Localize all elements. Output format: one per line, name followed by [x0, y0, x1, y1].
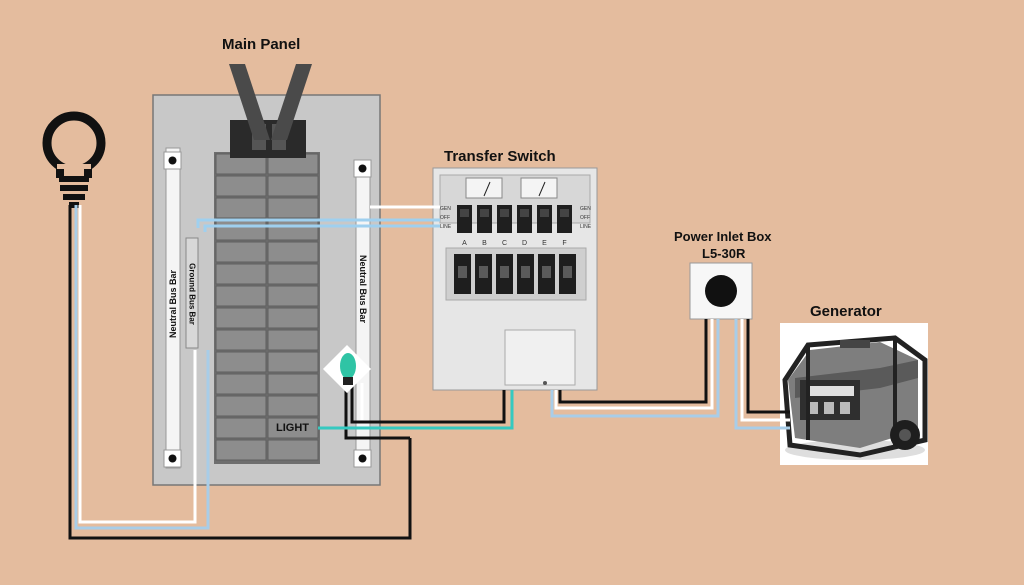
- ground-bus-bar-label: Ground Bus Bar: [187, 263, 197, 325]
- ts-breaker-toggle: [563, 266, 572, 278]
- breaker-stack: [214, 152, 320, 464]
- meter-right: [520, 177, 558, 199]
- panel-breaker: [215, 395, 267, 417]
- ts-breaker-toggle: [542, 266, 551, 278]
- switch-side-label: GEN: [580, 206, 591, 212]
- rocker-switch-top: [500, 209, 509, 217]
- light-teal-wire: [318, 390, 514, 430]
- rocker-switch-top: [520, 209, 529, 217]
- meter-left: [465, 177, 503, 199]
- ts-breaker-toggle: [479, 266, 488, 278]
- panel-breaker: [215, 373, 267, 395]
- panel-breaker: [215, 285, 267, 307]
- switch-side-labels: GEN GEN OFF OFF LINE LINE: [440, 206, 592, 230]
- gen-ground-wire: [734, 319, 790, 430]
- neutral-bus-bar-left: [163, 147, 182, 469]
- panel-breaker: [267, 285, 319, 307]
- panel-breaker: [215, 417, 267, 439]
- light-hot-wire: [344, 383, 410, 440]
- ts-ground-wire: [196, 218, 440, 228]
- transfer-switch-rockers: [457, 205, 572, 233]
- inlet-socket: [705, 275, 737, 307]
- circuit-letter: C: [502, 240, 507, 247]
- inlet-ground-wire: [550, 319, 720, 418]
- ts-ground-wire-2: [203, 224, 440, 232]
- circuit-letter: F: [562, 240, 566, 247]
- circuit-letter: B: [482, 240, 487, 247]
- wires: [68, 205, 790, 540]
- transfer-switch: A B C D E F GEN GEN OFF OFF LINE LINE: [432, 167, 598, 391]
- light-label: LIGHT: [276, 422, 309, 434]
- panel-breaker: [215, 219, 267, 241]
- panel-breaker: [215, 329, 267, 351]
- inlet-model-label: L5-30R: [702, 246, 746, 261]
- generator-title: Generator: [810, 303, 882, 320]
- gen-neutral-wire: [740, 319, 790, 422]
- switch-side-label: OFF: [580, 215, 590, 221]
- neutral-bus-bar-label-right: Neutral Bus Bar: [358, 254, 368, 324]
- panel-breaker: [267, 175, 319, 197]
- light-bulb-icon: [42, 111, 106, 208]
- circuit-letters: A B C D E F: [462, 240, 566, 247]
- circuit-letter: D: [522, 240, 527, 247]
- panel-breaker: [215, 439, 267, 461]
- transfer-switch-breakers: [454, 254, 576, 294]
- gen-hot-wire: [746, 319, 790, 414]
- circuit-letter: A: [462, 240, 467, 247]
- panel-breaker: [267, 241, 319, 263]
- generator-image: [780, 323, 928, 465]
- panel-breaker: [267, 373, 319, 395]
- panel-breaker: [267, 263, 319, 285]
- panel-breaker: [215, 175, 267, 197]
- ts-breaker-toggle: [458, 266, 467, 278]
- neutral-bus-bar-right: [353, 159, 372, 468]
- bulb-ground-wire: [74, 205, 210, 530]
- light-fixture-icon: [322, 344, 372, 394]
- panel-breaker: [215, 197, 267, 219]
- inlet-neutral-wire: [554, 319, 714, 410]
- light-hot-wire-2: [350, 383, 506, 424]
- power-inlet-box: [689, 262, 753, 320]
- rocker-switch-top: [480, 209, 489, 217]
- panel-breaker: [267, 197, 319, 219]
- panel-breaker: [267, 307, 319, 329]
- panel-breaker: [215, 351, 267, 373]
- switch-side-label: LINE: [440, 224, 452, 230]
- main-feeder-cables: [229, 64, 312, 140]
- main-panel: [152, 94, 381, 486]
- panel-breaker: [267, 351, 319, 373]
- switch-side-label: LINE: [580, 224, 592, 230]
- ts-breaker-toggle: [500, 266, 509, 278]
- switch-side-label: GEN: [440, 206, 451, 212]
- bulb-hot-wire: [68, 205, 412, 540]
- ts-breaker-toggle: [521, 266, 530, 278]
- transfer-switch-title: Transfer Switch: [444, 148, 556, 165]
- panel-breaker: [267, 395, 319, 417]
- main-panel-title: Main Panel: [222, 36, 301, 53]
- rocker-switch-top: [540, 209, 549, 217]
- panel-breaker: [267, 219, 319, 241]
- inlet-hot-wire: [558, 319, 708, 404]
- ground-bus-bar: [185, 237, 199, 349]
- rocker-switch-top: [460, 209, 469, 217]
- bulb-neutral-wire: [78, 205, 197, 524]
- panel-breaker: [215, 241, 267, 263]
- panel-breaker: [267, 439, 319, 461]
- panel-breaker: [267, 329, 319, 351]
- switch-side-label: OFF: [440, 215, 450, 221]
- panel-breaker: [215, 307, 267, 329]
- rocker-switch-top: [560, 209, 569, 217]
- power-inlet-box-title: Power Inlet Box: [674, 229, 772, 244]
- neutral-bus-bar-label-left: Neutral Bus Bar: [168, 269, 178, 339]
- circuit-letter: E: [542, 240, 547, 247]
- panel-breaker: [215, 263, 267, 285]
- junction-box: [504, 329, 576, 386]
